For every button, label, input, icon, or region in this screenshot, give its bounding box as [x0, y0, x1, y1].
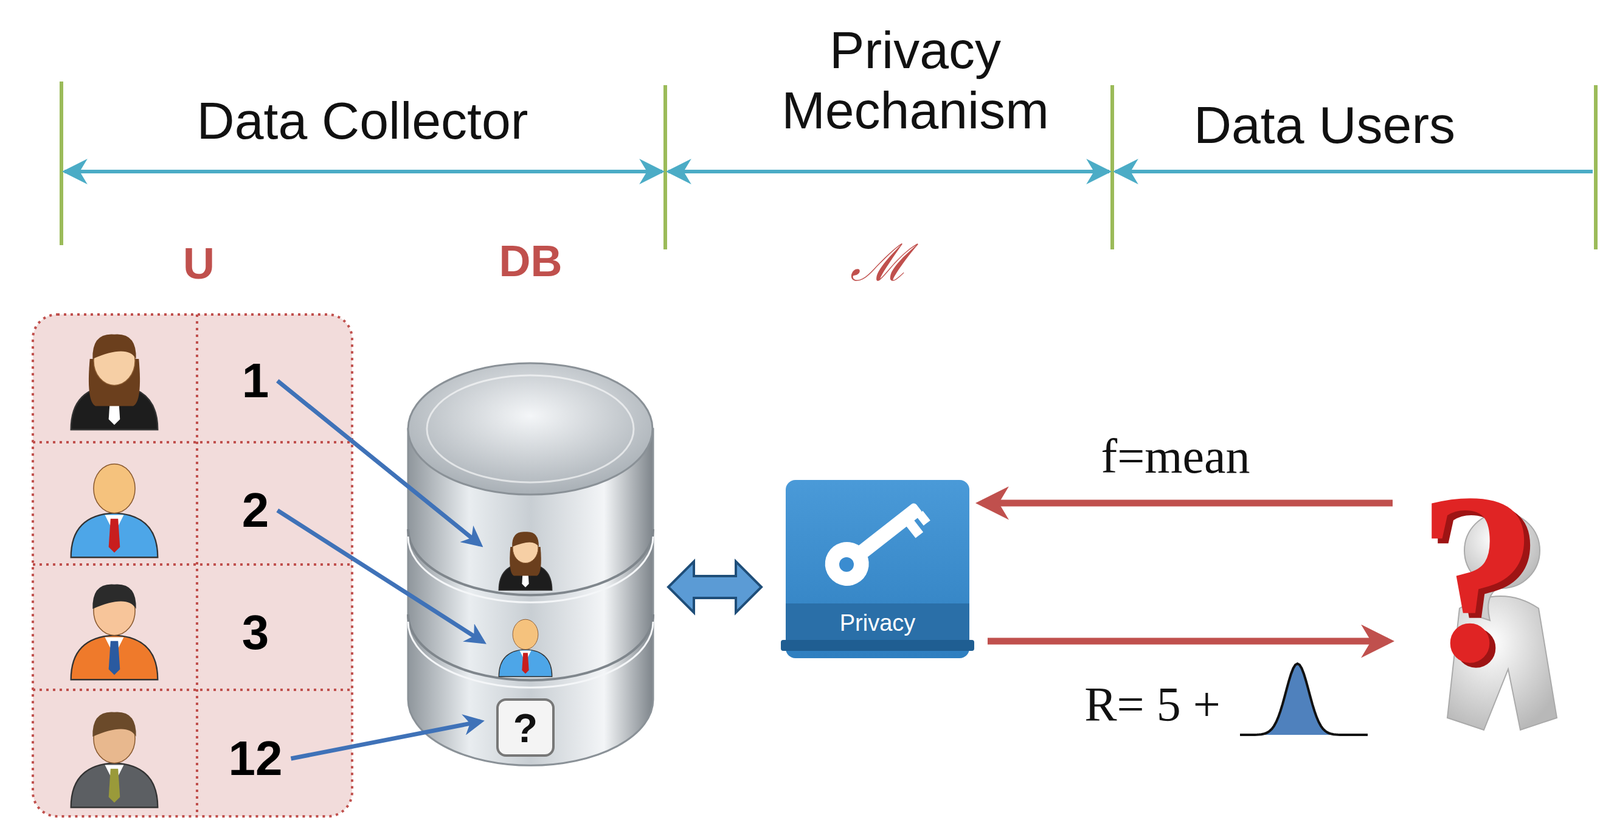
user-value-cell: 2 [234, 479, 277, 541]
unknown-record-mark: ? [513, 705, 538, 752]
response-label: R= 5 + [1084, 676, 1221, 733]
user-value-cell: 1 [234, 350, 277, 412]
symbol-label: ℳ [850, 234, 910, 294]
user-value: 3 [242, 605, 270, 660]
exchange-arrow [668, 561, 762, 613]
person-icon [498, 531, 552, 590]
database-user-icons [498, 531, 552, 677]
section-heading: Data Collector [197, 90, 529, 151]
person-icon [71, 333, 159, 430]
insert-arrow [277, 380, 480, 545]
person-icon [71, 583, 159, 680]
section-span-arrow [64, 169, 1593, 174]
insert-arrow [290, 721, 481, 759]
query-label: f=mean [1101, 428, 1251, 485]
user-table [32, 314, 353, 817]
insert-arrow [277, 510, 483, 642]
database-label: DB [408, 237, 654, 286]
user-icons [71, 333, 159, 807]
symbol-label: U [183, 238, 215, 289]
privacy-mechanism-box: Privacy [785, 479, 970, 659]
person-icon [71, 711, 159, 807]
user-value: 2 [242, 483, 270, 537]
user-value: 12 [228, 731, 283, 786]
user-value: 1 [242, 353, 270, 408]
privacy-key-box [780, 479, 975, 659]
query-arrow [982, 502, 1393, 641]
user-value-cell: 12 [221, 727, 291, 789]
user-value-cell: 3 [234, 602, 277, 663]
database-cylinder [408, 363, 654, 766]
database-node: DB [408, 237, 654, 766]
person-icon [71, 464, 159, 558]
person-icon [498, 619, 552, 677]
section-heading: Data Users [1193, 94, 1456, 156]
noise-distribution [1239, 663, 1368, 735]
question-symbol: ? [1416, 456, 1539, 700]
section-heading: Privacy Mechanism [726, 20, 1104, 141]
privacy-caption: Privacy [785, 603, 970, 643]
